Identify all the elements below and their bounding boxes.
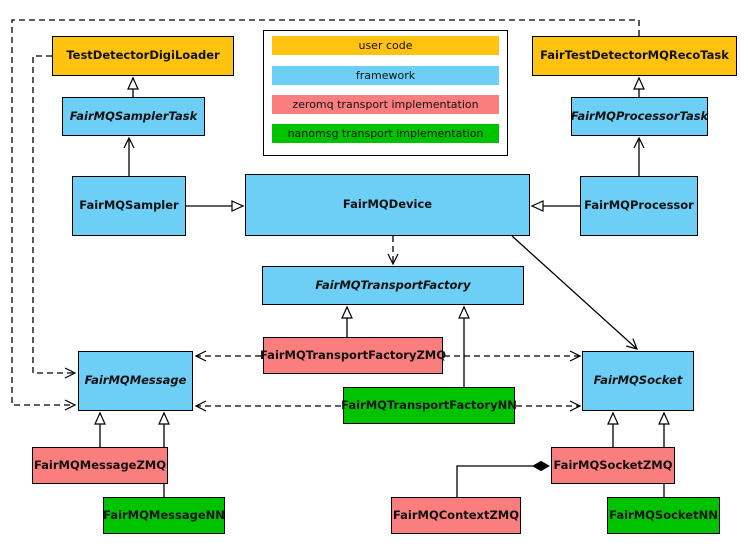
legend-label-framework: framework xyxy=(355,69,416,82)
class-node-fairmqprocessor[interactable]: FairMQProcessor xyxy=(580,176,698,236)
legend-label-user-code: user code xyxy=(358,39,413,52)
class-label: FairMQSocket xyxy=(593,373,683,388)
class-node-fairmqmessagenn[interactable]: FairMQMessageNN xyxy=(103,497,225,534)
edge-device-socket xyxy=(511,235,638,350)
class-node-fairmqcontextzmq[interactable]: FairMQContextZMQ xyxy=(391,497,521,534)
class-label: FairMQSamplerTask xyxy=(69,108,198,123)
class-node-fairmqsamplertask[interactable]: FairMQSamplerTask xyxy=(62,97,205,136)
class-label: FairMQTransportFactoryNN xyxy=(341,397,517,412)
class-node-fairmqsocketnn[interactable]: FairMQSocketNN xyxy=(607,497,720,534)
legend-label-zeromq: zeromq transport implementation xyxy=(292,98,479,111)
class-node-fairtestdetectormqrecotask[interactable]: FairTestDetectorMQRecoTask xyxy=(532,36,737,76)
class-node-fairmqtransportfactory[interactable]: FairMQTransportFactory xyxy=(262,266,524,305)
edge-socketzmq-contextzmq xyxy=(456,466,549,497)
legend-item-zeromq: zeromq transport implementation xyxy=(272,95,499,114)
class-label: FairMQDevice xyxy=(342,197,433,212)
class-node-fairmqsocket[interactable]: FairMQSocket xyxy=(582,351,694,411)
class-node-fairmqmessage[interactable]: FairMQMessage xyxy=(78,351,193,411)
class-label: FairMQSocketNN xyxy=(609,507,718,522)
class-node-fairmqsocketzmq[interactable]: FairMQSocketZMQ xyxy=(551,447,675,484)
class-label: FairMQMessageNN xyxy=(103,507,225,522)
class-label: FairMQContextZMQ xyxy=(392,507,520,522)
class-label: FairMQSocketZMQ xyxy=(553,457,673,472)
class-label: FairMQTransportFactoryZMQ xyxy=(260,347,447,362)
class-label: FairMQMessage xyxy=(84,373,187,388)
class-label: TestDetectorDigiLoader xyxy=(66,48,220,63)
class-node-fairmqdevice[interactable]: FairMQDevice xyxy=(245,174,530,236)
legend-item-framework: framework xyxy=(272,66,499,85)
class-label: FairMQTransportFactory xyxy=(315,277,471,292)
class-label: FairTestDetectorMQRecoTask xyxy=(540,48,729,63)
class-label: FairMQProcessorTask xyxy=(570,108,709,123)
legend-item-nanomsg: nanomsg transport implementation xyxy=(272,124,499,143)
legend-label-nanomsg: nanomsg transport implementation xyxy=(287,127,484,140)
edge-recotask-message xyxy=(11,19,640,411)
class-label: FairMQMessageZMQ xyxy=(33,457,167,472)
legend-item-user-code: user code xyxy=(272,36,499,55)
class-label: FairMQProcessor xyxy=(584,198,694,213)
class-node-fairmqsampler[interactable]: FairMQSampler xyxy=(72,176,186,236)
class-node-testdetectordigiloader[interactable]: TestDetectorDigiLoader xyxy=(52,36,234,76)
class-node-fairmqprocessortask[interactable]: FairMQProcessorTask xyxy=(571,97,708,136)
class-label: FairMQSampler xyxy=(79,198,179,213)
class-node-fairmqmessagezmq[interactable]: FairMQMessageZMQ xyxy=(32,447,168,484)
class-node-fairmqtransportfactoryzmq[interactable]: FairMQTransportFactoryZMQ xyxy=(260,337,447,374)
class-node-fairmqtransportfactorynn[interactable]: FairMQTransportFactoryNN xyxy=(341,387,517,424)
